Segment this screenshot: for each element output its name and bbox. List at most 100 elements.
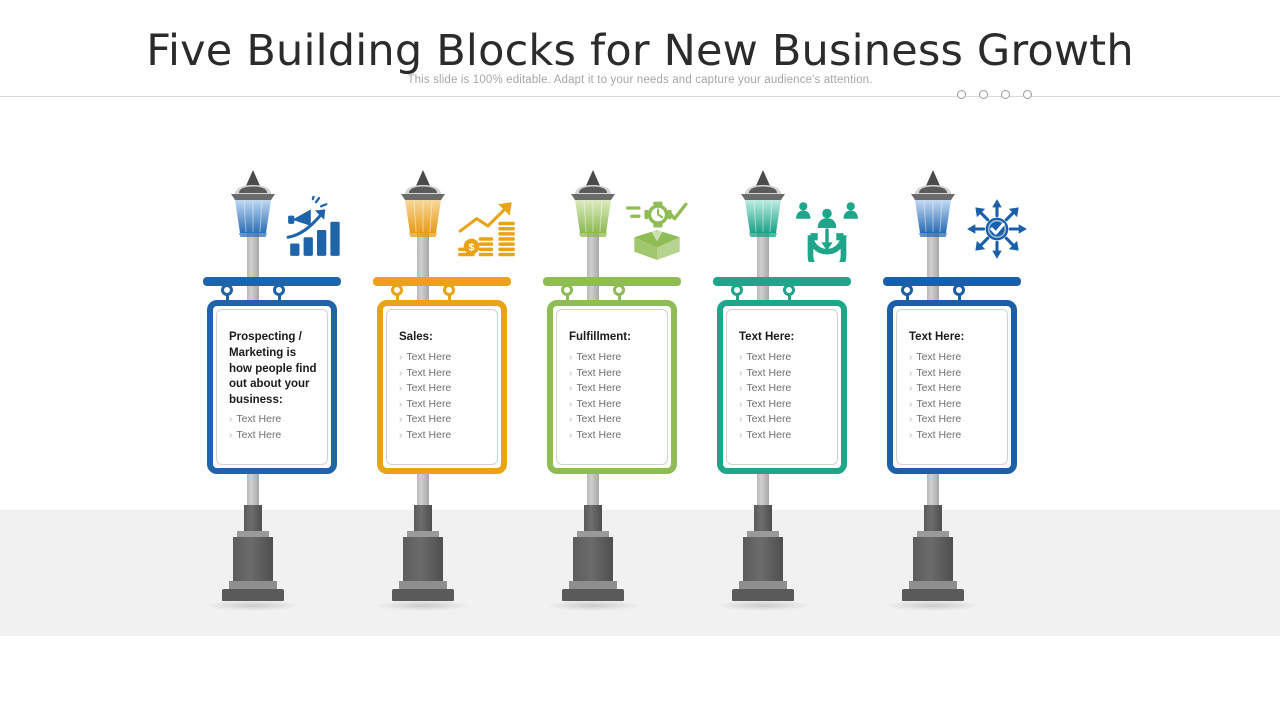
bullet-label: Text Here	[576, 428, 622, 441]
sign-card-inner: Text Here: ›Text Here›Text Here›Text Her…	[726, 309, 838, 465]
bullet-item: ›Text Here	[569, 366, 659, 382]
chevron-right-icon: ›	[569, 398, 573, 410]
sign-card-inner: Text Here: ›Text Here›Text Here›Text Her…	[896, 309, 1008, 465]
chevron-right-icon: ›	[739, 352, 743, 364]
bullet-label: Text Here	[236, 428, 282, 441]
lamp-base-collar-bottom	[569, 581, 617, 591]
page-subtitle: This slide is 100% editable. Adapt it to…	[407, 74, 873, 86]
chevron-right-icon: ›	[739, 429, 743, 441]
sign-hanger-stem-right	[957, 293, 961, 303]
lamp-base-shadow	[205, 600, 301, 611]
sign-card-bullet-list: ›Text Here›Text Here›Text Here›Text Here…	[569, 350, 659, 444]
magnet-attract-people-icon	[794, 196, 860, 262]
chevron-right-icon: ›	[909, 367, 913, 379]
lamp-base-foot	[392, 589, 454, 601]
bullet-item: ›Text Here	[399, 366, 489, 382]
header-dot-1	[957, 90, 966, 99]
bullet-item: ›Text Here	[229, 428, 319, 444]
lamp-base-foot	[562, 589, 624, 601]
bullet-item: ›Text Here	[909, 381, 999, 397]
lamp-head-2	[387, 168, 459, 240]
bullet-label: Text Here	[746, 413, 792, 426]
bullet-item: ›Text Here	[909, 350, 999, 366]
bullet-item: ›Text Here	[569, 428, 659, 444]
sign-card-bullet-list: ›Text Here›Text Here›Text Here›Text Here…	[909, 350, 999, 444]
lamp-base-body	[573, 537, 613, 585]
chevron-right-icon: ›	[229, 429, 233, 441]
sign-card-2[interactable]: Sales: ›Text Here›Text Here›Text Here›Te…	[377, 300, 507, 474]
bullet-item: ›Text Here	[739, 350, 829, 366]
bullet-label: Text Here	[406, 382, 452, 395]
sign-hanger-stem-right	[787, 293, 791, 303]
sign-card-4[interactable]: Text Here: ›Text Here›Text Here›Text Her…	[717, 300, 847, 474]
lamp-base-neck	[414, 505, 432, 535]
lamp-post-block-2: $ Sales: ›Text Here›Text Here›Text Here›…	[323, 0, 523, 720]
chevron-right-icon: ›	[739, 398, 743, 410]
bullet-label: Text Here	[916, 428, 962, 441]
bullet-label: Text Here	[406, 428, 452, 441]
lamp-base-shadow	[715, 600, 811, 611]
page-title: Five Building Blocks for New Business Gr…	[146, 26, 1134, 76]
chevron-right-icon: ›	[909, 429, 913, 441]
sign-card-heading: Prospecting / Marketing is how people fi…	[229, 331, 317, 406]
chevron-right-icon: ›	[739, 383, 743, 395]
bullet-label: Text Here	[746, 428, 792, 441]
chevron-right-icon: ›	[399, 429, 403, 441]
sign-hanger-stem-right	[447, 293, 451, 303]
bullet-label: Text Here	[406, 351, 452, 364]
lamp-head-4	[727, 168, 799, 240]
bullet-item: ›Text Here	[569, 397, 659, 413]
chevron-right-icon: ›	[569, 429, 573, 441]
bullet-item: ›Text Here	[399, 381, 489, 397]
sign-card-heading: Sales:	[399, 331, 433, 344]
sign-hanger-right	[783, 284, 795, 296]
chevron-right-icon: ›	[399, 398, 403, 410]
sign-hanger-left	[731, 284, 743, 296]
bullet-item: ›Text Here	[739, 366, 829, 382]
sign-card-3[interactable]: Fulfillment: ›Text Here›Text Here›Text H…	[547, 300, 677, 474]
bullet-label: Text Here	[576, 366, 622, 379]
bullet-label: Text Here	[576, 351, 622, 364]
bullet-item: ›Text Here	[909, 428, 999, 444]
sign-hanger-stem-left	[225, 293, 229, 303]
lamp-base-neck	[584, 505, 602, 535]
bullet-item: ›Text Here	[399, 397, 489, 413]
bullet-item: ›Text Here	[739, 428, 829, 444]
chevron-right-icon: ›	[399, 352, 403, 364]
sign-crossbar	[543, 277, 681, 286]
bullet-label: Text Here	[916, 413, 962, 426]
sign-card-heading: Fulfillment:	[569, 331, 631, 344]
chevron-right-icon: ›	[399, 383, 403, 395]
lamp-base-shadow	[885, 600, 981, 611]
sign-card-content: Text Here: ›Text Here›Text Here›Text Her…	[739, 310, 829, 464]
lamp-base-body	[913, 537, 953, 585]
sign-card-content: Text Here: ›Text Here›Text Here›Text Her…	[909, 310, 999, 464]
lamp-base-collar-top	[917, 531, 949, 539]
sign-card-1[interactable]: Prospecting / Marketing is how people fi…	[207, 300, 337, 474]
bullet-label: Text Here	[576, 413, 622, 426]
sign-crossbar	[373, 277, 511, 286]
sign-card-inner: Fulfillment: ›Text Here›Text Here›Text H…	[556, 309, 668, 465]
chevron-right-icon: ›	[909, 383, 913, 395]
lamp-base-collar-top	[747, 531, 779, 539]
sign-card-bullet-list: ›Text Here›Text Here	[229, 412, 319, 443]
chevron-right-icon: ›	[739, 414, 743, 426]
lamp-base-neck	[924, 505, 942, 535]
sign-card-heading: Text Here:	[909, 331, 965, 344]
lamp-post-block-4: Text Here: ›Text Here›Text Here›Text Her…	[663, 0, 863, 720]
bullet-label: Text Here	[406, 397, 452, 410]
sign-hanger-stem-left	[735, 293, 739, 303]
sign-card-inner: Prospecting / Marketing is how people fi…	[216, 309, 328, 465]
bullet-label: Text Here	[916, 366, 962, 379]
lamp-base-collar-top	[407, 531, 439, 539]
sign-hanger-right	[953, 284, 965, 296]
sign-card-bullet-list: ›Text Here›Text Here›Text Here›Text Here…	[399, 350, 489, 444]
sign-card-5[interactable]: Text Here: ›Text Here›Text Here›Text Her…	[887, 300, 1017, 474]
sign-card-content: Fulfillment: ›Text Here›Text Here›Text H…	[569, 310, 659, 464]
lamp-base-collar-top	[577, 531, 609, 539]
chevron-right-icon: ›	[569, 414, 573, 426]
header-dot-3	[1001, 90, 1010, 99]
sign-hanger-right	[613, 284, 625, 296]
chevron-right-icon: ›	[569, 383, 573, 395]
sign-crossbar	[883, 277, 1021, 286]
